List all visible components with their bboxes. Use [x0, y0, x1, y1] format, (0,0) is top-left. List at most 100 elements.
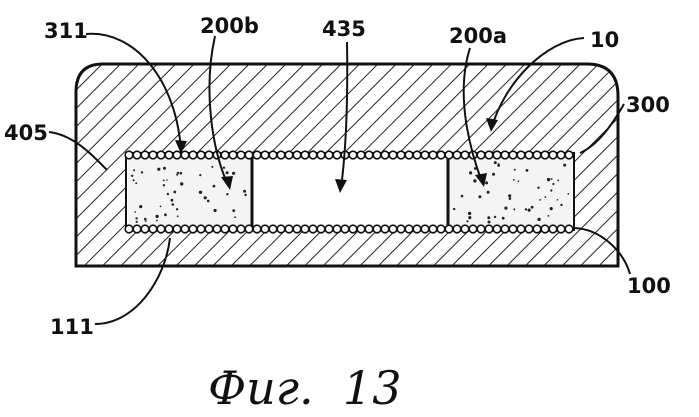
bead — [405, 225, 413, 233]
bead — [141, 151, 149, 159]
porous-dot — [155, 215, 158, 218]
porous-dot — [550, 189, 552, 191]
bead — [197, 225, 205, 233]
porous-dot — [207, 200, 210, 203]
bead — [189, 225, 197, 233]
porous-dot — [528, 209, 531, 212]
bead — [365, 225, 373, 233]
porous-dot — [539, 199, 541, 201]
bead — [165, 151, 173, 159]
bead — [565, 151, 573, 159]
bead — [125, 151, 133, 159]
porous-dot — [163, 167, 166, 170]
porous-dot — [488, 221, 491, 224]
bead — [421, 151, 429, 159]
porous-dot — [134, 211, 136, 213]
bead — [445, 225, 453, 233]
porous-dot — [160, 206, 162, 208]
bead — [533, 151, 541, 159]
porous-dot — [557, 199, 559, 201]
bead — [133, 225, 141, 233]
bead — [405, 151, 413, 159]
bead — [437, 151, 445, 159]
porous-dot — [166, 179, 168, 181]
porous-dot — [171, 199, 174, 202]
bead — [253, 225, 261, 233]
porous-dot — [461, 195, 464, 198]
bead — [357, 151, 365, 159]
porous-dot — [453, 208, 455, 210]
label-111: 111 — [50, 315, 94, 339]
porous-dot — [531, 206, 534, 209]
bead — [317, 225, 325, 233]
porous-dot — [526, 169, 529, 172]
bead — [269, 151, 277, 159]
porous-dot — [550, 207, 553, 210]
porous-dot — [226, 171, 229, 174]
bead — [173, 225, 181, 233]
bead — [437, 225, 445, 233]
bead — [429, 151, 437, 159]
bead — [373, 151, 381, 159]
bead — [229, 225, 237, 233]
bead — [189, 151, 197, 159]
bead — [181, 151, 189, 159]
porous-dot — [139, 205, 142, 208]
porous-dot — [156, 220, 158, 222]
bead — [413, 225, 421, 233]
porous-dot — [497, 164, 500, 167]
bead — [205, 225, 213, 233]
bead — [429, 225, 437, 233]
porous-dot — [485, 181, 488, 184]
label-311: 311 — [44, 19, 88, 43]
bead — [221, 151, 229, 159]
bead — [517, 151, 525, 159]
bead — [285, 151, 293, 159]
porous-dot — [145, 220, 147, 222]
bead — [165, 225, 173, 233]
porous-dot — [157, 168, 160, 171]
porous-dot — [232, 172, 235, 175]
porous-fill-200b — [128, 157, 252, 227]
porous-dot — [199, 191, 202, 194]
porous-dot — [557, 180, 559, 182]
bead — [381, 225, 389, 233]
porous-dot — [551, 178, 553, 180]
label-300: 300 — [626, 93, 670, 117]
porous-dot — [131, 175, 133, 177]
porous-dot — [494, 216, 496, 218]
porous-dot — [167, 193, 169, 195]
porous-dot — [244, 194, 246, 196]
porous-dot — [177, 215, 179, 217]
porous-dot — [494, 161, 497, 164]
bead — [373, 225, 381, 233]
porous-dot — [544, 196, 546, 198]
porous-dot — [135, 217, 137, 219]
bead — [445, 151, 453, 159]
bead — [197, 151, 205, 159]
porous-dot — [466, 220, 468, 222]
bead — [213, 225, 221, 233]
bead — [125, 225, 133, 233]
bead — [533, 225, 541, 233]
bead — [309, 151, 317, 159]
porous-dot — [144, 218, 147, 221]
porous-dot — [513, 208, 515, 210]
bead — [357, 225, 365, 233]
bead — [285, 225, 293, 233]
porous-dot — [172, 203, 175, 206]
porous-dot — [548, 215, 550, 217]
label-100: 100 — [627, 274, 671, 298]
bead — [477, 225, 485, 233]
bead — [237, 151, 245, 159]
porous-dot — [552, 183, 554, 185]
porous-dot — [243, 190, 246, 193]
bead — [517, 225, 525, 233]
label-200b: 200b — [200, 14, 259, 38]
porous-dot — [547, 178, 550, 181]
bead — [501, 225, 509, 233]
bead — [493, 225, 501, 233]
bead — [325, 151, 333, 159]
bead — [421, 225, 429, 233]
bead — [397, 225, 405, 233]
